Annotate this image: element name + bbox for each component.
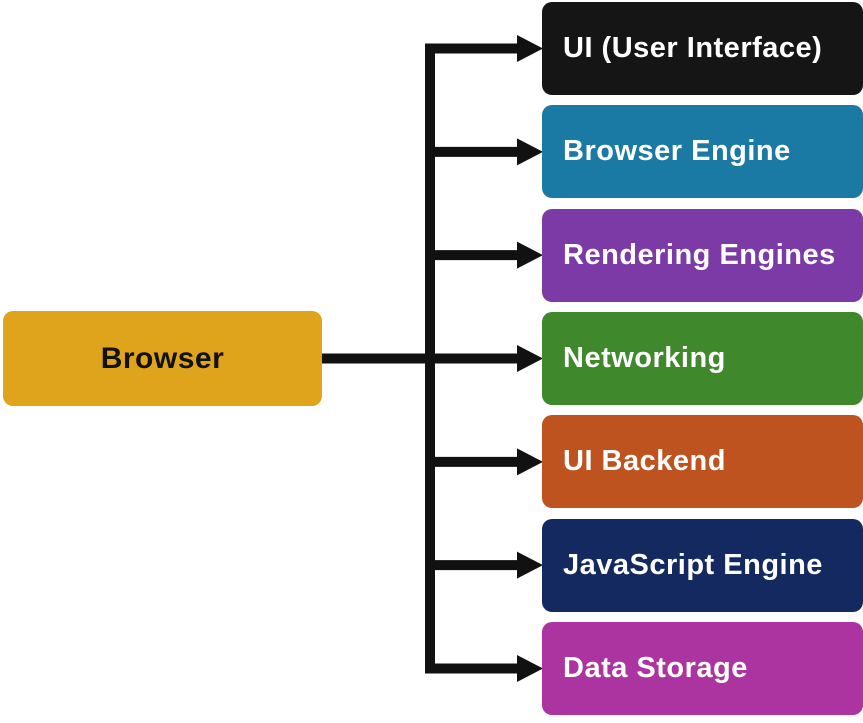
component-node-networking: Networking [542,312,863,405]
component-label: Networking [563,342,726,374]
component-node-ui-user-interface: UI (User Interface) [542,2,863,95]
component-node-rendering-engines: Rendering Engines [542,209,863,302]
component-label: UI Backend [563,445,726,477]
component-label: JavaScript Engine [563,549,823,581]
browser-root-node: Browser [3,311,322,406]
component-node-data-storage: Data Storage [542,622,863,715]
component-node-ui-backend: UI Backend [542,415,863,508]
component-label: UI (User Interface) [563,32,823,64]
component-node-javascript-engine: JavaScript Engine [542,519,863,612]
component-label: Rendering Engines [563,239,836,271]
component-label: Browser Engine [563,135,791,167]
component-label: Data Storage [563,652,748,684]
component-node-browser-engine: Browser Engine [542,105,863,198]
browser-root-label: Browser [100,341,225,375]
